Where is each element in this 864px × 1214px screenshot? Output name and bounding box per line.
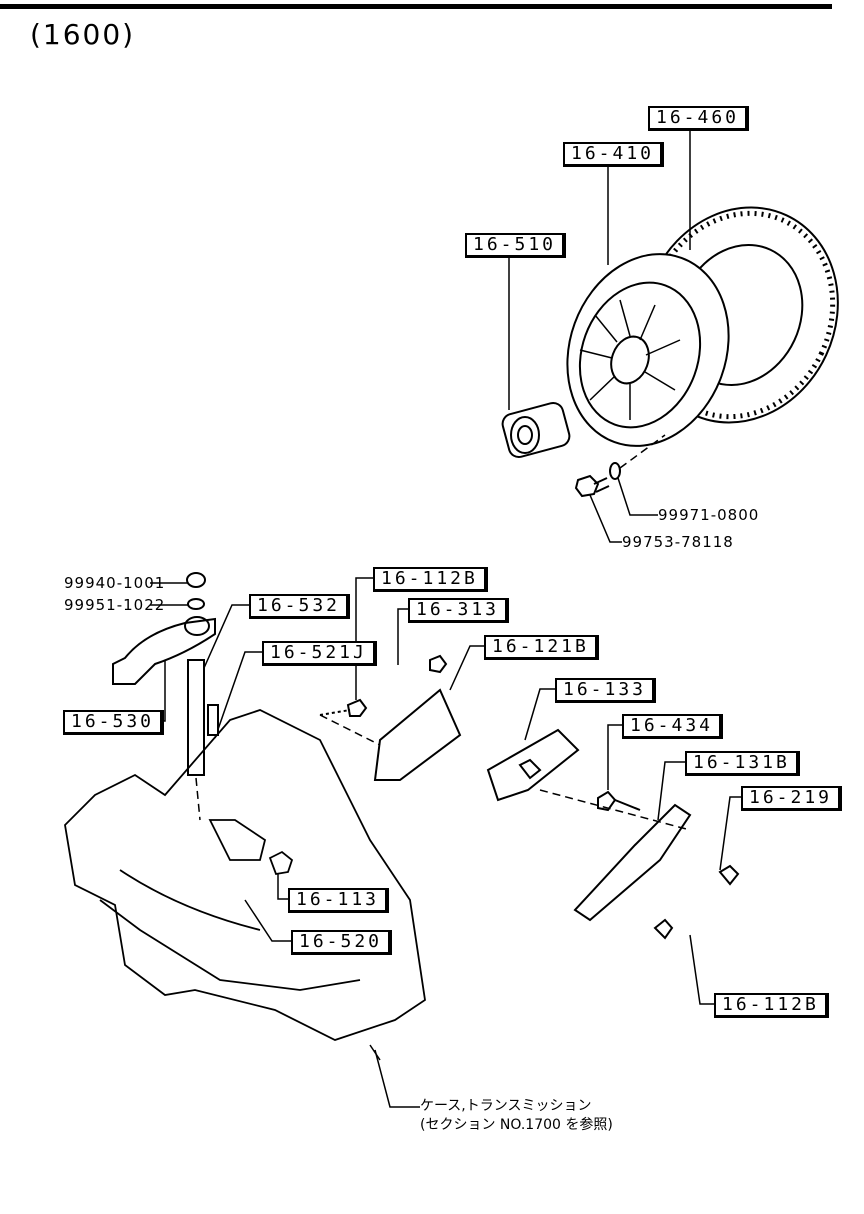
transmission-case — [64, 709, 426, 1041]
page-title: (1600) — [30, 18, 136, 51]
part-label-16-460: 16-460 — [648, 106, 750, 131]
part-label-16-219: 16-219 — [741, 786, 843, 811]
plate-bolt — [574, 462, 621, 498]
release-lever — [112, 572, 216, 685]
part-label-16-112b-lower: 16-112B — [714, 993, 829, 1018]
part-label-16-532: 16-532 — [249, 594, 351, 619]
reference-note-line2: (セクション NO.1700 を参照) — [420, 1117, 613, 1133]
part-label-16-521j: 16-521J — [262, 641, 377, 666]
part-label-16-510: 16-510 — [465, 233, 567, 258]
part-label-16-131b: 16-131B — [685, 751, 800, 776]
part-label-16-434: 16-434 — [622, 714, 724, 739]
part-label-16-410: 16-410 — [563, 142, 665, 167]
part-label-16-133: 16-133 — [555, 678, 657, 703]
reference-note-line1: ケース,トランスミッション — [420, 1098, 592, 1114]
release-bearing — [501, 401, 571, 459]
part-label-16-121b: 16-121B — [484, 635, 599, 660]
part-label-16-113: 16-113 — [288, 888, 390, 913]
top-border — [0, 4, 832, 9]
part-label-99940-1001: 99940-1001 — [64, 574, 166, 592]
part-label-16-520: 16-520 — [291, 930, 393, 955]
part-label-99951-1022: 99951-1022 — [64, 596, 166, 614]
cylinder-bracket — [486, 728, 740, 940]
part-label-16-313: 16-313 — [408, 598, 510, 623]
leader-lines — [150, 116, 741, 1108]
part-label-99971-0800: 99971-0800 — [658, 506, 760, 524]
bracket — [319, 654, 462, 781]
part-label-99753-78118: 99753-78118 — [622, 533, 734, 551]
pressure-plate — [566, 253, 730, 447]
release-shaft — [187, 659, 219, 821]
part-label-16-530: 16-530 — [63, 710, 165, 735]
part-label-16-112b: 16-112B — [373, 567, 488, 592]
